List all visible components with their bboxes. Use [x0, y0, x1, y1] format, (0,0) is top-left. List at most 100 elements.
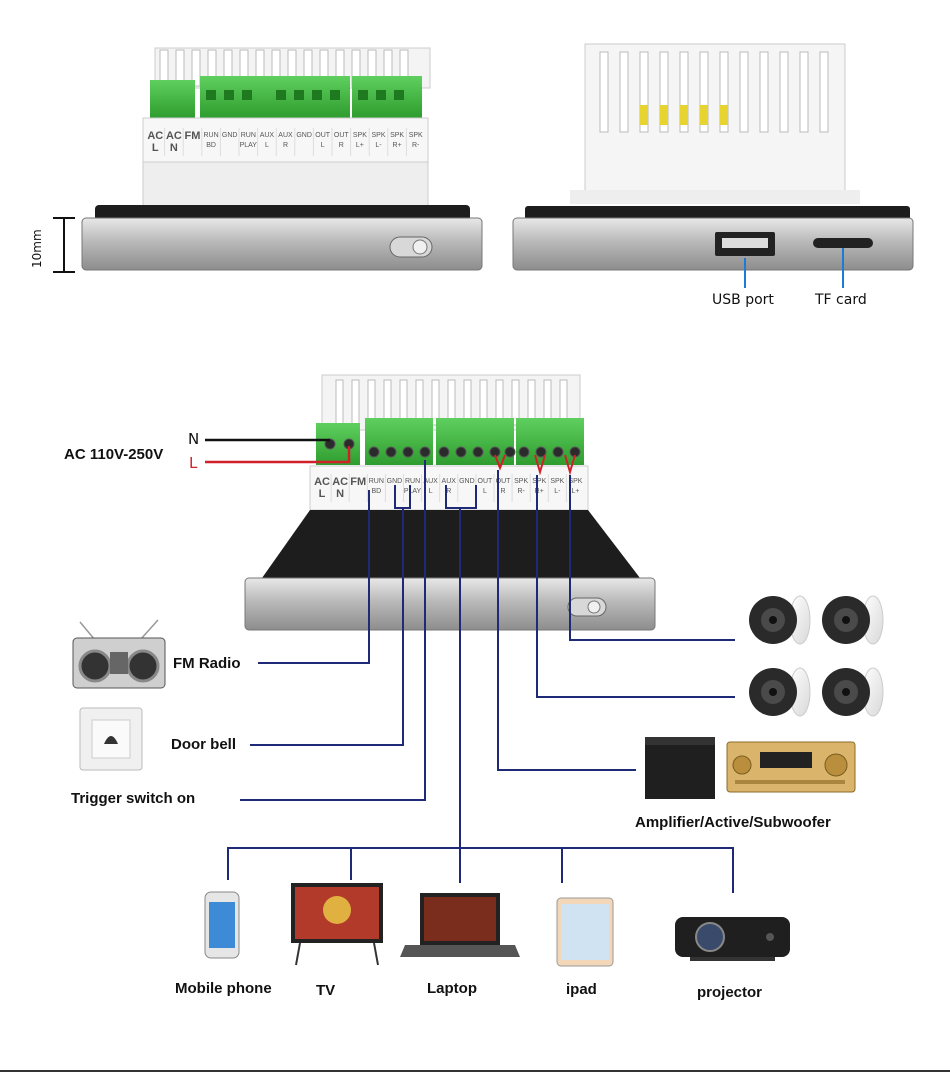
front-panel-bezel	[244, 577, 656, 631]
fm-radio-label: FM Radio	[173, 655, 241, 672]
tf-card-slot-icon	[813, 238, 873, 248]
terminal-label: RUN	[405, 478, 420, 485]
terminal-label: SPK	[409, 132, 423, 139]
speaker-icon	[822, 667, 884, 717]
terminal-label: AC	[147, 130, 163, 142]
terminal-label: BD	[206, 142, 216, 149]
fm-wire	[258, 490, 370, 664]
terminal-label: AC	[332, 476, 348, 488]
terminal-label: GND	[387, 478, 403, 485]
power-wires	[205, 438, 351, 464]
device-bottom-view	[512, 43, 914, 288]
projector-icon	[675, 917, 790, 961]
dimension-marker	[53, 217, 75, 273]
projector-label: projector	[697, 984, 763, 1001]
terminal-label: GND	[222, 132, 238, 139]
terminal-block	[365, 418, 433, 465]
terminal-label: L	[321, 142, 325, 149]
amplifier-icon	[726, 741, 856, 793]
dimension-label: 10mm	[30, 229, 44, 268]
terminal-label: BD	[371, 488, 381, 495]
doorbell-wire	[250, 508, 404, 746]
boombox-icon	[72, 619, 166, 689]
live-label: L	[189, 454, 198, 472]
tv-label: TV	[316, 982, 336, 999]
terminal-label: R	[339, 142, 344, 149]
aux-bus	[227, 847, 734, 893]
speaker-r-wire	[536, 475, 735, 698]
terminal-label: GND	[459, 478, 475, 485]
power-label: AC 110V-250V	[64, 446, 164, 463]
terminal-label: SPK	[390, 132, 404, 139]
terminal-label: R	[283, 142, 288, 149]
terminal-label: OUT	[478, 478, 494, 485]
subwoofer-icon	[645, 737, 715, 799]
trigger-wire	[240, 460, 426, 801]
terminal-label: AC	[166, 130, 182, 142]
terminal-label: R+	[393, 142, 402, 149]
terminal-label: L	[152, 142, 159, 154]
terminal-label: L	[319, 488, 326, 500]
terminal-label: AUX	[278, 132, 293, 139]
terminal-label: N	[170, 142, 178, 154]
terminal-label: OUT	[496, 478, 512, 485]
amplifier-label: Amplifier/Active/Subwoofer	[635, 814, 831, 831]
terminal-label: N	[336, 488, 344, 500]
terminal-label: R	[446, 488, 451, 495]
bottom-bezel	[512, 217, 914, 271]
speaker-icon	[749, 667, 811, 717]
laptop-label: Laptop	[427, 980, 477, 997]
terminal-label: AC	[314, 476, 330, 488]
terminal-block	[516, 418, 584, 465]
terminal-label: AUX	[442, 478, 457, 485]
ac-terminal-block	[150, 80, 195, 118]
terminal-label: PLAY	[240, 142, 258, 149]
terminal-label: R+	[535, 488, 544, 495]
terminal-label: RUN	[204, 132, 219, 139]
terminal-block	[436, 418, 514, 465]
speaker-l-wire	[569, 475, 735, 641]
terminal-label: R	[501, 488, 506, 495]
live-wire	[205, 446, 351, 464]
mobile-phone-icon	[204, 891, 240, 959]
ipad-label: ipad	[566, 981, 597, 998]
terminal-label: L	[265, 142, 269, 149]
terminal-label: L+	[571, 488, 579, 495]
terminal-label: FM	[185, 130, 201, 142]
amplifier-wire	[497, 470, 636, 771]
terminal-label: L-	[375, 142, 382, 149]
terminal-label: SPK	[371, 132, 385, 139]
terminal-label: SPK	[532, 478, 546, 485]
signal-wires	[227, 460, 735, 893]
mobile-phone-label: Mobile phone	[175, 980, 272, 997]
terminal-label: L-	[554, 488, 561, 495]
usb-port-label: USB port	[712, 292, 774, 308]
ipad-icon	[556, 897, 614, 967]
terminal-label: OUT	[315, 132, 331, 139]
terminal-label: SPK	[353, 132, 367, 139]
neutral-label: N	[188, 430, 200, 448]
ceiling-speakers	[749, 595, 884, 717]
terminal-label: AUX	[423, 478, 438, 485]
terminal-label: L	[483, 488, 487, 495]
tv-icon	[291, 883, 383, 966]
terminal-label: FM	[350, 476, 366, 488]
terminal-label: RUN	[369, 478, 384, 485]
speaker-icon	[749, 595, 811, 645]
terminal-label: GND	[296, 132, 312, 139]
front-panel-bezel	[81, 217, 483, 271]
doorbell-switch-icon	[79, 707, 143, 771]
speaker-icon	[822, 595, 884, 645]
bottom-divider	[0, 1070, 950, 1072]
trigger-label: Trigger switch on	[71, 790, 196, 807]
terminal-label: PLAY	[404, 488, 422, 495]
terminal-label: L	[429, 488, 433, 495]
terminal-label: AUX	[260, 132, 275, 139]
tf-card-label: TF card	[815, 292, 867, 308]
terminal-label: RUN	[241, 132, 256, 139]
terminal-label-strip	[309, 465, 589, 511]
